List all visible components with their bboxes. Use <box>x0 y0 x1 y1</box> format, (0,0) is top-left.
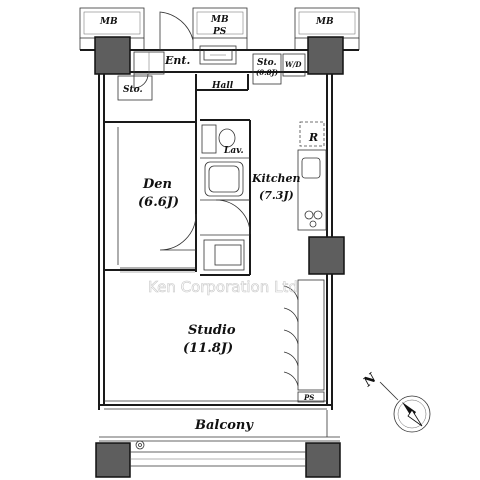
shoe-cabinet <box>133 51 165 89</box>
watermark: Ken Corporation Ltd <box>148 278 298 296</box>
column-top-left <box>94 36 131 75</box>
label-den: Den <box>142 177 172 192</box>
label-den-area: (6.6J) <box>138 195 179 210</box>
kitchen-counter <box>297 121 327 231</box>
label-mb-right: MB <box>315 17 334 27</box>
label-storage-hall: Sto. <box>257 58 277 68</box>
label-refrigerator: R <box>308 131 318 144</box>
label-entrance: Ent. <box>164 54 190 67</box>
entrance-door <box>159 11 194 51</box>
compass: N <box>360 370 431 433</box>
label-studio-area: (11.8J) <box>183 341 233 356</box>
mb-ps-center-cabinet <box>192 7 248 39</box>
label-ps-center: PS <box>212 27 227 37</box>
exterior-walls <box>98 71 333 410</box>
interior-walls <box>104 53 306 276</box>
column-top-right <box>307 36 344 75</box>
label-storage-hall-area: (0.8J) <box>256 68 278 77</box>
column-bottom-right <box>305 442 341 478</box>
label-washer-dryer: W/D <box>285 60 302 69</box>
label-mb-center: MB <box>210 15 229 25</box>
label-kitchen-area: (7.3J) <box>259 189 294 202</box>
label-lavatory: Lav. <box>223 146 244 156</box>
lavatory-fixtures <box>201 124 251 271</box>
label-ps-bottom: PS <box>303 393 314 402</box>
label-mb-left: MB <box>99 17 118 27</box>
column-mid-right <box>308 236 345 275</box>
label-storage-left: Sto. <box>123 85 143 95</box>
label-kitchen: Kitchen <box>251 172 301 185</box>
label-studio: Studio <box>188 323 236 338</box>
balcony-area <box>99 410 340 467</box>
studio-closet <box>283 279 325 403</box>
label-hall: Hall <box>211 81 234 91</box>
column-bottom-left <box>95 442 131 478</box>
label-balcony: Balcony <box>194 418 254 433</box>
compass-north-label: N <box>360 370 380 390</box>
